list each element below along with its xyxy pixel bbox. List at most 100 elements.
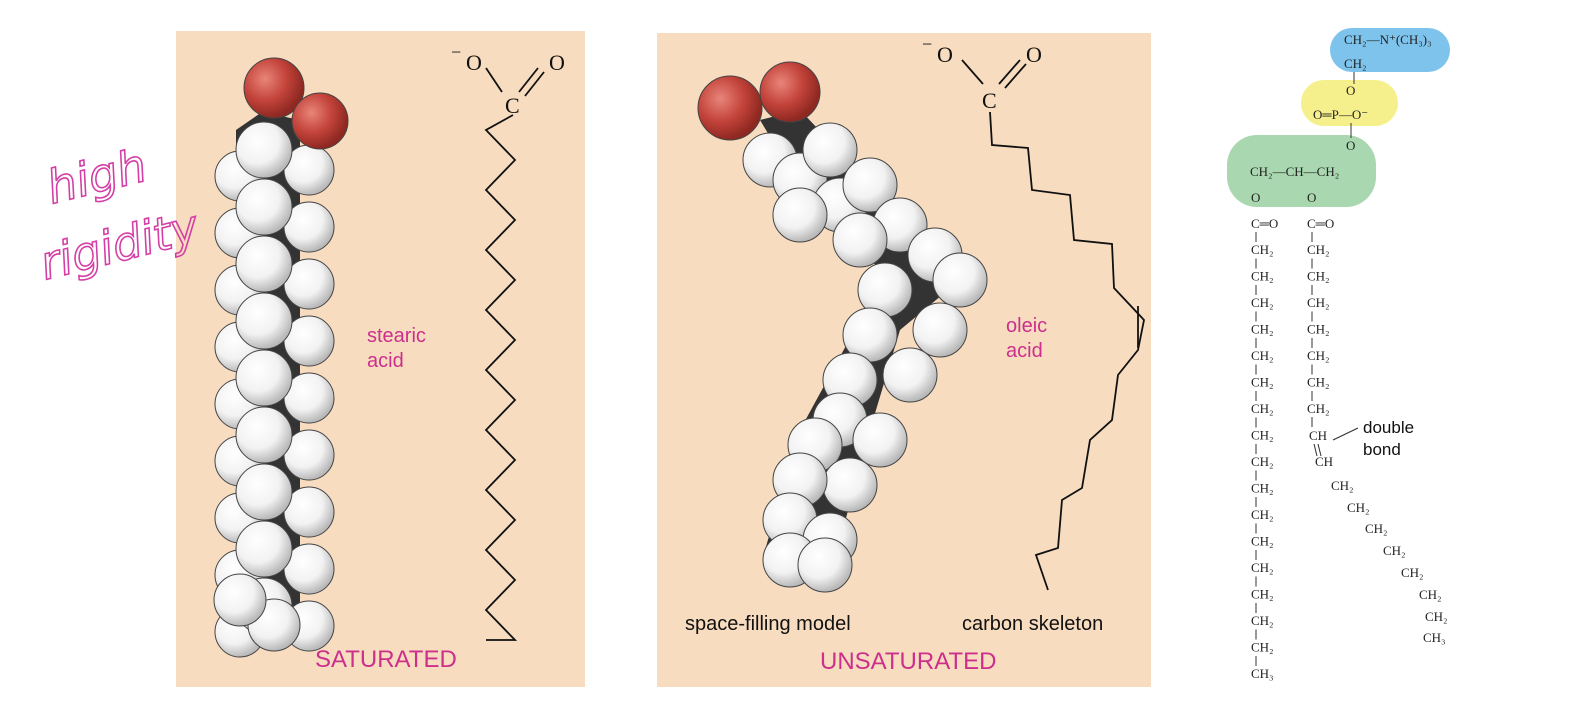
chain-ch2: CH₂ (1251, 348, 1274, 363)
carboxyl-double-bond-a (998, 59, 1021, 85)
ester-oxygen-left: O (1251, 190, 1260, 205)
carboxyl-carbon: C (505, 93, 520, 118)
chain-ch2: CH₂ (1251, 401, 1274, 416)
phosphate-oxygen-top: O (1346, 83, 1355, 98)
hydrogen-atom (932, 252, 988, 308)
chain-ch2: CH₂ (1251, 242, 1274, 257)
stearic-carbon-skeleton (484, 114, 518, 641)
glycerol-backbone: CH₂—CH—CH₂ (1250, 164, 1339, 179)
chain-ch2: CH₂ (1251, 534, 1274, 549)
phosphate-oxygen-bottom: O (1346, 138, 1355, 153)
chain-ch2: CH₂ (1401, 565, 1424, 580)
oxygen-atom (291, 92, 349, 150)
chain-ch2: CH₂ (1307, 295, 1330, 310)
phosphate-group: O═P—O⁻ (1313, 107, 1368, 122)
oxygen-atom (243, 57, 305, 119)
carbon-skeleton-caption: carbon skeleton (962, 613, 1103, 635)
phospholipid-structure: CH₂—N⁺(CH₃)₃ CH₂ O O═P—O⁻ O CH₂—CH—CH₂ O… (1227, 28, 1450, 681)
stearic-space-filling-model (213, 57, 349, 658)
double-bond-ch-lower: CH (1315, 454, 1333, 469)
chain-ch2: CH₂ (1251, 295, 1274, 310)
double-bond-line-b (1317, 443, 1322, 457)
carboxyl-single-bond (961, 59, 984, 85)
double-bond-label-line2: bond (1363, 440, 1401, 459)
oleic-label-line1: oleic (1006, 315, 1047, 337)
hydrogen-atom (822, 457, 878, 513)
handwritten-line1: high (41, 138, 151, 215)
hydrogen-atom (832, 212, 888, 268)
chain-ch2: CH₂ (1419, 587, 1442, 602)
hydrogen-atom (213, 573, 267, 627)
hydrogen-atom (797, 537, 853, 593)
chain-ch2: CH₂ (1331, 478, 1354, 493)
saturated-panel: C O − O stearic acid SATURATED (176, 31, 585, 687)
double-bond-ch-upper: CH (1309, 428, 1327, 443)
chain-ch2: CH₂ (1251, 454, 1274, 469)
oleic-space-filling-model (697, 61, 988, 593)
space-filling-model-caption: space-filling model (685, 613, 851, 635)
oxygen-atom (697, 75, 763, 141)
chain-ch2: CH₂ (1251, 507, 1274, 522)
oxygen-atom (759, 61, 821, 123)
double-bond-line-a (1313, 443, 1318, 457)
hydrogen-atom (235, 178, 293, 236)
hydrogen-atom (912, 302, 968, 358)
chain-ch3: CH₃ (1251, 666, 1274, 681)
unsaturated-fatty-acid-chain: CH₂ CH₂ CH₂ CH₂ CH₂ CH₂ CH₂ CH₂ CH₂ CH₂ CH₂ CH₂ CH₂ C… (1307, 232, 1448, 645)
hydrogen-atom (235, 235, 293, 293)
stearic-label-line1: stearic (367, 325, 426, 347)
chain-ch2: CH₂ (1307, 242, 1330, 257)
carboxyl-double-bond-a (518, 67, 539, 93)
carboxyl-oxygen-minus: O (937, 42, 953, 67)
chain-ch2: CH₂ (1251, 640, 1274, 655)
chain-ch2: CH₂ (1365, 521, 1388, 536)
hydrogen-atom (842, 157, 898, 213)
carboxyl-oxygen-minus: O (466, 50, 482, 75)
chain-ch2: CH₂ (1307, 322, 1330, 337)
double-bond-pointer (1332, 427, 1359, 441)
unsaturated-title: UNSATURATED (820, 648, 996, 675)
stearic-label-line2: acid (367, 350, 404, 372)
hydrogen-atom (882, 347, 938, 403)
hydrogen-atom (235, 292, 293, 350)
minus-sign: − (451, 42, 461, 62)
choline-line2: CH₂ (1344, 56, 1367, 71)
chain-ch2: CH₂ (1347, 500, 1370, 515)
hydrogen-atom (235, 463, 293, 521)
chain-ch2: CH₂ (1383, 543, 1406, 558)
phosphate-highlight (1301, 80, 1398, 126)
saturated-fatty-acid-chain: CH₂CH₂CH₂CH₂CH₂CH₂CH₂CH₂CH₂CH₂CH₂CH₂CH₂C… (1251, 232, 1274, 681)
oleic-label-line2: acid (1006, 340, 1043, 362)
chain-ch2: CH₂ (1251, 587, 1274, 602)
hydrogen-atom (235, 121, 293, 179)
carboxyl-double-bond-b (524, 71, 545, 97)
double-bond-label-line1: double (1363, 418, 1414, 437)
chain-ch2: CH₂ (1425, 609, 1448, 624)
chain-ch2: CH₂ (1251, 269, 1274, 284)
chain-ch2: CH₂ (1307, 375, 1330, 390)
oleic-carbon-skeleton (989, 111, 1145, 591)
glycerol-highlight (1227, 135, 1376, 207)
hydrogen-atom (235, 520, 293, 578)
chain-ch2: CH₂ (1307, 269, 1330, 284)
saturated-title: SATURATED (315, 646, 457, 673)
carboxyl-carbon: C (982, 88, 997, 113)
carboxyl-single-bond (485, 67, 503, 93)
hydrogen-atom (235, 406, 293, 464)
chain-ch3: CH₃ (1423, 630, 1446, 645)
minus-sign: − (922, 34, 932, 54)
choline-headgroup-highlight (1330, 28, 1450, 72)
chain-ch2: CH₂ (1251, 613, 1274, 628)
ester-oxygen-right: O (1307, 190, 1316, 205)
hydrogen-atom (235, 349, 293, 407)
unsaturated-panel: C O − O oleic acid space-filling model c… (657, 33, 1151, 687)
chain-ch2: CH₂ (1307, 401, 1330, 416)
hydrogen-atom (772, 187, 828, 243)
carboxyl-double-bond-b (1004, 63, 1027, 89)
carbonyl-left: C═O (1251, 216, 1278, 231)
carboxyl-oxygen: O (549, 50, 565, 75)
chain-ch2: CH₂ (1251, 560, 1274, 575)
carbonyl-right: C═O (1307, 216, 1334, 231)
carboxyl-oxygen: O (1026, 42, 1042, 67)
